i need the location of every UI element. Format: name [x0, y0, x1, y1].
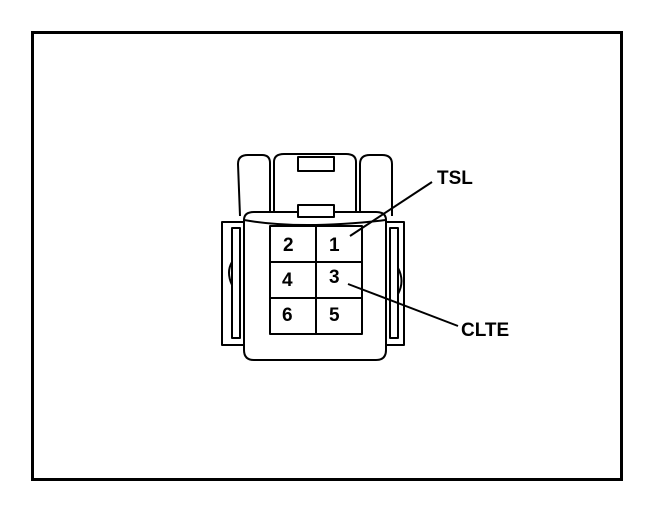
latch-window-lower [297, 204, 335, 218]
pin-3: 3 [329, 267, 340, 288]
callout-label-clte: CLTE [461, 320, 509, 341]
left-side-rail-inner [231, 227, 241, 339]
callout-label-tsl: TSL [437, 168, 473, 189]
pin-6: 6 [282, 305, 293, 326]
right-side-rail-inner [389, 227, 399, 339]
latch-window-upper [297, 156, 335, 172]
pin-1: 1 [329, 235, 340, 256]
callout-line-clte [347, 283, 459, 327]
connector-center-top-tab [273, 153, 357, 216]
left-rail-bump [228, 261, 233, 286]
connector-left-top-tab [237, 154, 271, 217]
pin-4: 4 [282, 270, 293, 291]
pin-2: 2 [283, 235, 294, 256]
connector-right-top-tab [359, 154, 393, 216]
right-rail-bump [397, 267, 403, 295]
callout-line-tsl [349, 181, 433, 237]
pin-5: 5 [329, 305, 340, 326]
